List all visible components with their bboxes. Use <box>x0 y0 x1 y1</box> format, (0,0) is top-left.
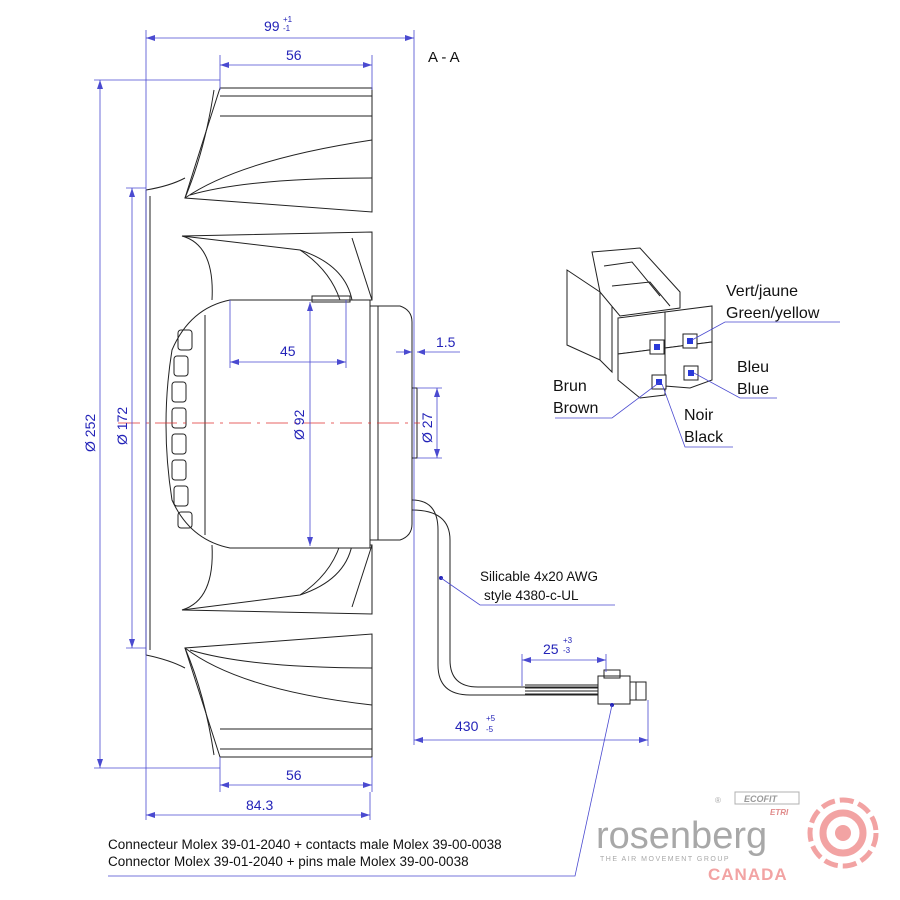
svg-text:-5: -5 <box>486 725 494 734</box>
logo-tagline: THE AIR MOVEMENT GROUP <box>600 856 730 863</box>
dim-strip-length: 25 <box>543 641 559 657</box>
dim-motor-length: 45 <box>280 343 296 359</box>
svg-text:Connecteur Molex 39-01-2040 +: Connecteur Molex 39-01-2040 + contacts m… <box>108 837 502 852</box>
label-green-en: Green/yellow <box>726 305 820 322</box>
rosenberg-logo: ECOFIT ® ETRI rosenberg THE AIR MOVEMENT… <box>596 791 879 884</box>
svg-text:ETRI: ETRI <box>770 808 789 817</box>
dim-overall-width: 99 <box>264 18 280 34</box>
dim-gap: 1.5 <box>436 334 456 350</box>
logo-wordmark: rosenberg <box>596 815 767 857</box>
dim-dia-outer: Ø 252 <box>82 414 98 452</box>
dim-dia-hub: Ø 27 <box>419 412 435 443</box>
connector-detail <box>555 247 840 448</box>
dim-blade-width-top: 56 <box>286 47 302 63</box>
dim-base-length: 84.3 <box>246 797 273 813</box>
label-blue-fr: Bleu <box>737 359 769 376</box>
logo-country: CANADA <box>708 865 788 884</box>
svg-text:+3: +3 <box>563 636 573 645</box>
cable-spec: Silicable 4x20 AWG style 4380-c-UL <box>480 569 598 603</box>
svg-text:Connector Molex 39-01-2040 + p: Connector Molex 39-01-2040 + pins male M… <box>108 854 469 869</box>
fan-wheel-icon <box>807 797 879 869</box>
label-black-en: Black <box>684 429 724 446</box>
svg-text:Silicable 4x20 AWG: Silicable 4x20 AWG <box>480 569 598 584</box>
svg-text:ECOFIT: ECOFIT <box>744 794 779 804</box>
label-brown-fr: Brun <box>553 378 587 395</box>
wire-labels: Vert/jaune Green/yellow Bleu Blue Brun B… <box>553 283 820 446</box>
svg-text:style 4380-c-UL: style 4380-c-UL <box>484 588 579 603</box>
label-black-fr: Noir <box>684 407 714 424</box>
dim-cable-length: 430 <box>455 718 479 734</box>
connector-note: Connecteur Molex 39-01-2040 + contacts m… <box>108 837 502 869</box>
svg-text:®: ® <box>715 796 721 805</box>
dimension-labels: 99 +1 -1 56 56 84.3 45 1.5 Ø 252 Ø 172 Ø… <box>82 15 573 813</box>
svg-text:+5: +5 <box>486 714 496 723</box>
svg-text:-3: -3 <box>563 646 571 655</box>
dimension-lines <box>94 30 649 877</box>
section-label: A - A <box>428 49 460 66</box>
fan-section-drawing <box>118 87 647 758</box>
label-green-fr: Vert/jaune <box>726 283 798 300</box>
svg-text:-1: -1 <box>283 24 291 33</box>
dim-dia-inlet: Ø 172 <box>114 407 130 445</box>
motor-fins <box>171 315 206 535</box>
dim-dia-motor: Ø 92 <box>291 409 307 440</box>
svg-text:+1: +1 <box>283 15 293 24</box>
label-blue-en: Blue <box>737 381 769 398</box>
dim-blade-width-bottom: 56 <box>286 767 302 783</box>
label-brown-en: Brown <box>553 400 598 417</box>
